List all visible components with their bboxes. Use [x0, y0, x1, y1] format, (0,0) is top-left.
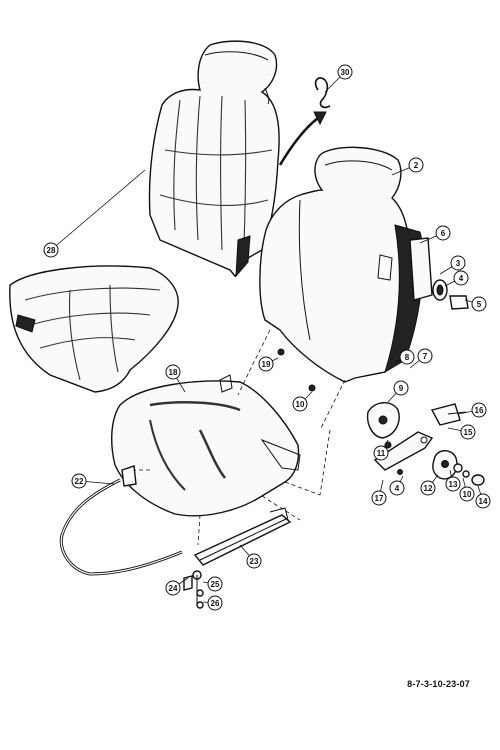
callout-circle-c30: [337, 64, 353, 80]
callout-c2: 2: [408, 157, 424, 173]
callout-label-c28: 28: [47, 246, 56, 255]
callout-c8: 8: [399, 349, 415, 365]
callout-c28: 28: [43, 242, 59, 258]
callout-label-c3: 3: [456, 259, 461, 268]
callout-label-c2: 2: [414, 161, 419, 170]
callout-label-c10a: 10: [296, 400, 305, 409]
hook-part-30: [278, 77, 331, 166]
callout-circle-c15: [460, 424, 476, 440]
callout-circle-c2: [408, 157, 424, 173]
callout-label-c4a: 4: [459, 274, 464, 283]
callout-circle-c10a: [292, 396, 308, 412]
callout-label-c30: 30: [341, 68, 350, 77]
callout-circle-c22: [71, 473, 87, 489]
backrest-cover: [148, 40, 280, 278]
callout-c15: 15: [460, 424, 476, 440]
callout-label-c18: 18: [169, 368, 178, 377]
callout-circle-c13: [445, 476, 461, 492]
leader-line-c28: [50, 169, 146, 251]
callout-label-c22: 22: [75, 477, 84, 486]
recliner-knob-parts: [409, 237, 469, 310]
callout-circle-c18: [165, 364, 181, 380]
callout-label-c17: 17: [375, 494, 384, 503]
callout-c9: 9: [393, 380, 409, 396]
diagram-reference-code: 8-7-3-10-23-07: [407, 679, 470, 689]
callout-c16: 16: [471, 402, 487, 418]
callout-label-c11: 11: [377, 449, 386, 458]
callout-label-c14: 14: [479, 497, 488, 506]
callout-c14: 14: [475, 493, 491, 509]
callout-circle-c4a: [453, 270, 469, 286]
callout-c4a: 4: [453, 270, 469, 286]
seat-rail: [183, 507, 292, 609]
callout-label-c7: 7: [423, 352, 428, 361]
callout-label-c5: 5: [477, 300, 482, 309]
callout-circle-c6: [435, 225, 451, 241]
callout-circle-c8: [399, 349, 415, 365]
callout-c12: 12: [420, 480, 436, 496]
callout-circle-c12: [420, 480, 436, 496]
callout-c26: 26: [207, 595, 223, 611]
assembly-dashed-lines: [128, 329, 346, 546]
callout-c19: 19: [258, 356, 274, 372]
seat-cushion: [111, 374, 301, 517]
callout-c11: 11: [373, 445, 389, 461]
callout-c6: 6: [435, 225, 451, 241]
callout-circle-c23: [246, 553, 262, 569]
callout-c24: 24: [165, 580, 181, 596]
seat-cushion-cover: [9, 265, 179, 393]
callout-c3: 3: [450, 255, 466, 271]
callout-c30: 30: [337, 64, 353, 80]
callout-c23: 23: [246, 553, 262, 569]
callout-c10a: 10: [292, 396, 308, 412]
callout-c22: 22: [71, 473, 87, 489]
callout-label-c15: 15: [464, 428, 473, 437]
callout-circle-c25: [207, 576, 223, 592]
callout-circle-c19: [258, 356, 274, 372]
callout-label-c13: 13: [449, 480, 458, 489]
callout-label-c4b: 4: [395, 484, 400, 493]
callout-label-c26: 26: [211, 599, 220, 608]
callout-label-c19: 19: [262, 360, 271, 369]
callout-c13: 13: [445, 476, 461, 492]
callout-circle-c17: [371, 490, 387, 506]
callout-circle-c14: [475, 493, 491, 509]
callout-label-c10b: 10: [463, 490, 472, 499]
callout-label-c8: 8: [405, 353, 410, 362]
callout-circle-c4b: [389, 480, 405, 496]
callout-label-c16: 16: [475, 406, 484, 415]
callout-c5: 5: [471, 296, 487, 312]
callout-circle-c10b: [459, 486, 475, 502]
callout-label-c23: 23: [250, 557, 259, 566]
callout-c25: 25: [207, 576, 223, 592]
callout-c18: 18: [165, 364, 181, 380]
callout-circle-c26: [207, 595, 223, 611]
callout-c7: 7: [417, 348, 433, 364]
callout-circle-c7: [417, 348, 433, 364]
callout-circle-c16: [471, 402, 487, 418]
callout-circle-c28: [43, 242, 59, 258]
callout-c17: 17: [371, 490, 387, 506]
callout-label-c24: 24: [169, 584, 178, 593]
callout-circle-c9: [393, 380, 409, 396]
wire-frame: [59, 465, 183, 576]
callout-label-c25: 25: [211, 580, 220, 589]
backrest-assembly: [259, 146, 424, 383]
callout-circle-c24: [165, 580, 181, 596]
callout-label-c12: 12: [424, 484, 433, 493]
callout-circle-c11: [373, 445, 389, 461]
callout-circle-c5: [471, 296, 487, 312]
callout-c10b: 10: [459, 486, 475, 502]
callout-circle-c3: [450, 255, 466, 271]
callout-c4b: 4: [389, 480, 405, 496]
recliner-mechanism: [277, 348, 485, 486]
callout-label-c9: 9: [399, 384, 404, 393]
callout-label-c6: 6: [441, 229, 446, 238]
